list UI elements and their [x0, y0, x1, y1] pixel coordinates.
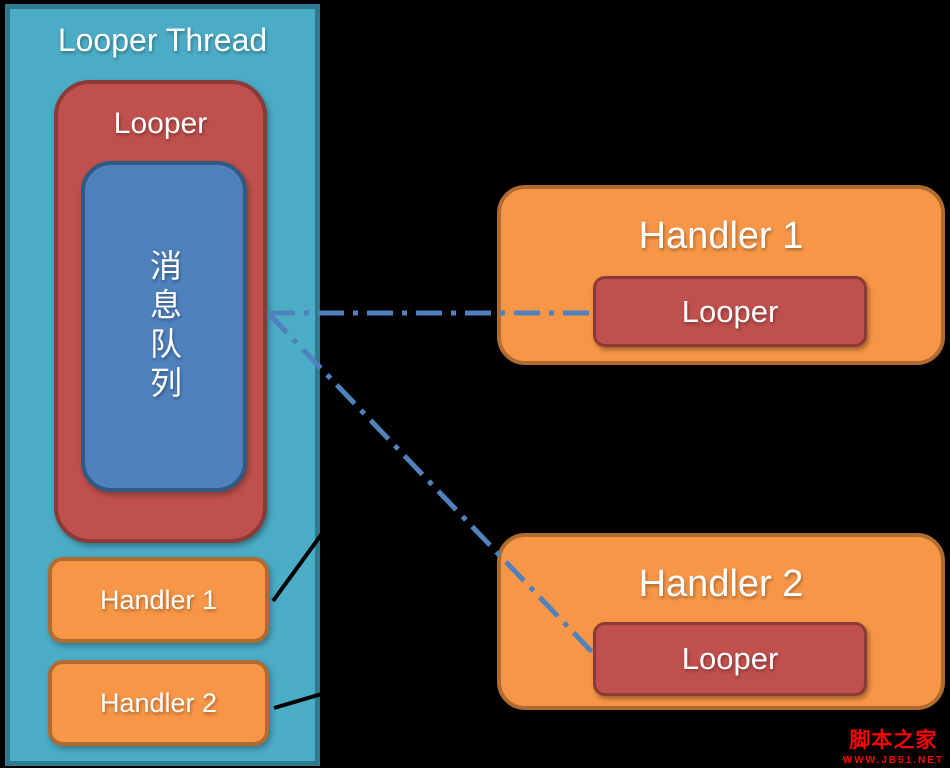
handler1-card-looper-label: Looper	[681, 293, 779, 329]
handler1-card-looper: Looper	[593, 276, 867, 347]
handler2-small-box: Handler 2	[48, 660, 269, 746]
watermark-site-url: WWW.JB51.NET	[842, 755, 944, 766]
handler1-small-box: Handler 1	[48, 557, 269, 643]
looper-box: Looper 消息队列	[54, 80, 267, 543]
watermark: 脚本之家 WWW.JB51.NET	[843, 724, 944, 766]
handler1-card: Handler 1 Looper	[497, 185, 945, 365]
message-queue-label: 消息队列	[145, 248, 183, 405]
looper-thread-container: Looper Thread Looper 消息队列 Handler 1 Hand…	[5, 4, 320, 766]
message-queue-box: 消息队列	[81, 161, 247, 492]
handler2-card-looper-label: Looper	[681, 641, 779, 676]
handler1-card-title: Handler 1	[638, 215, 804, 257]
looper-box-label: Looper	[113, 107, 208, 140]
watermark-site-name: 脚本之家	[849, 727, 938, 752]
looper-thread-title: Looper Thread	[57, 22, 268, 58]
handler2-card-looper: Looper	[593, 622, 867, 696]
handler2-small-label: Handler 2	[99, 687, 218, 718]
handler2-card-title: Handler 2	[638, 563, 804, 605]
handler2-card: Handler 2 Looper	[497, 533, 945, 710]
handler1-small-label: Handler 1	[99, 584, 218, 615]
